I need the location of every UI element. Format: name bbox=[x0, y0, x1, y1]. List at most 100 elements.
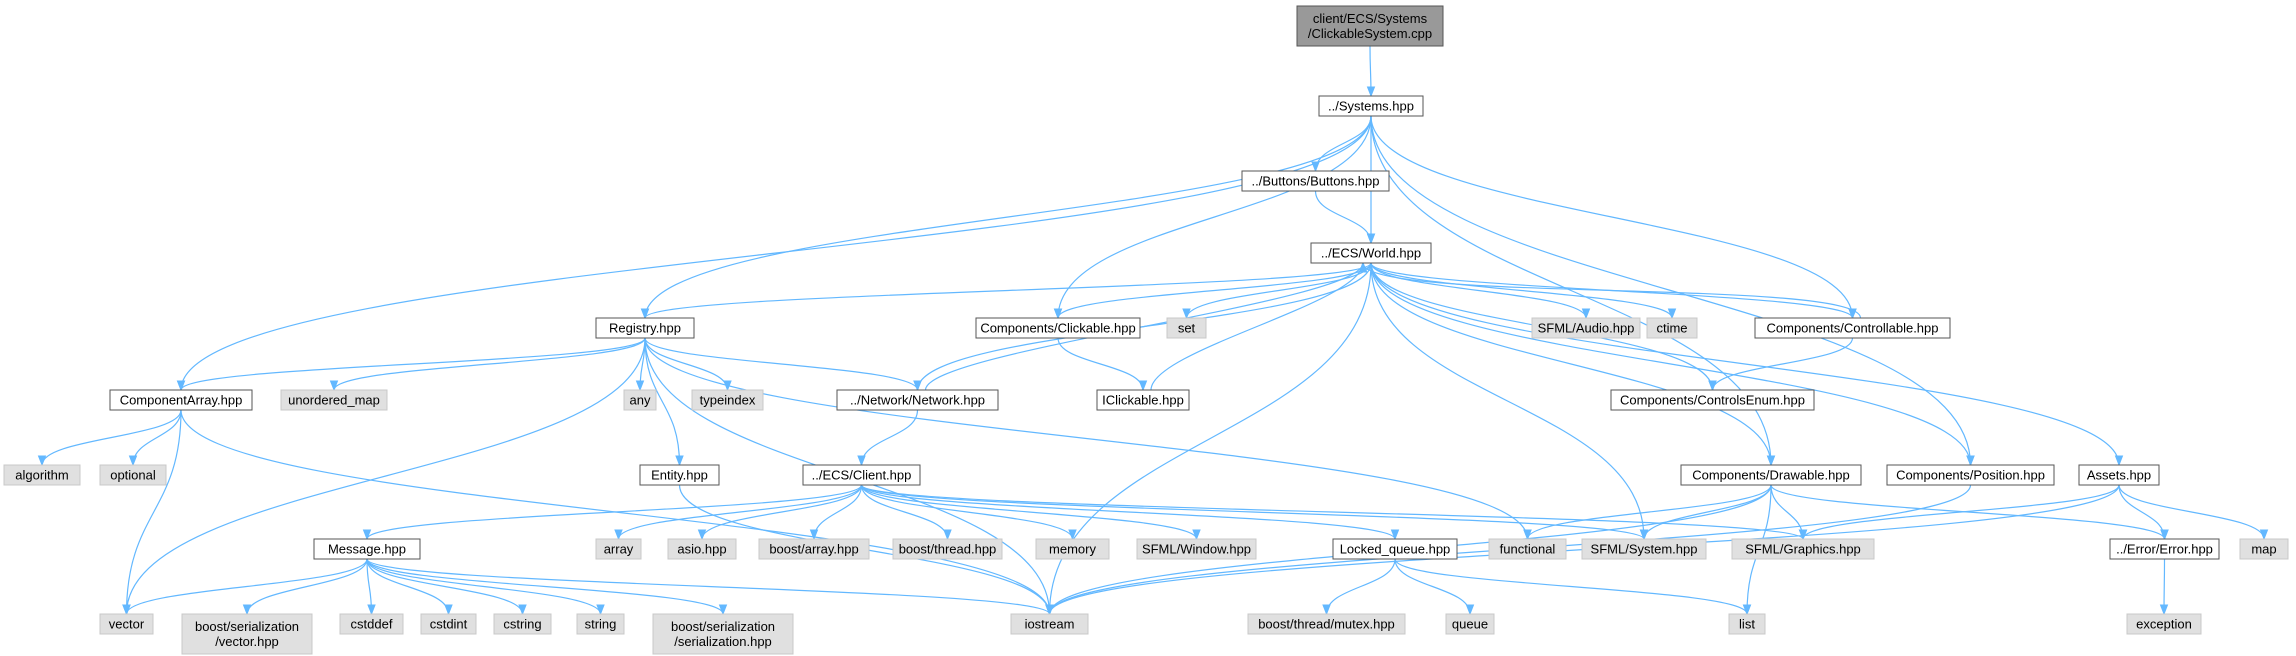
node-map[interactable]: map bbox=[2239, 538, 2289, 560]
node-error[interactable]: ../Error/Error.hpp bbox=[2109, 538, 2220, 560]
edge-systems-comparray bbox=[180, 115, 1372, 391]
node-cstring[interactable]: cstring bbox=[493, 613, 552, 635]
node-exception[interactable]: exception bbox=[2126, 613, 2202, 635]
arrowhead-comparray-optional bbox=[128, 455, 138, 467]
node-box-unordered bbox=[280, 389, 388, 411]
node-label-boostservec: /vector.hpp bbox=[215, 634, 279, 649]
node-iclickable[interactable]: IClickable.hpp bbox=[1096, 389, 1190, 411]
arrowhead-world-ctime bbox=[1667, 308, 1677, 320]
node-drawable[interactable]: Components/Drawable.hpp bbox=[1680, 464, 1862, 486]
node-iostream[interactable]: iostream bbox=[1010, 613, 1089, 635]
node-boostservec[interactable]: boost/serialization/vector.hpp bbox=[181, 613, 313, 655]
node-box-boostarray bbox=[758, 538, 870, 560]
node-boostmutex[interactable]: boost/thread/mutex.hpp bbox=[1247, 613, 1406, 635]
node-label-comparray: ComponentArray.hpp bbox=[120, 393, 243, 408]
node-ctime[interactable]: ctime bbox=[1646, 317, 1698, 339]
node-network[interactable]: ../Network/Network.hpp bbox=[836, 389, 999, 411]
edge-assets-error bbox=[2118, 484, 2166, 540]
node-cstdint[interactable]: cstdint bbox=[420, 613, 477, 635]
node-typeindex[interactable]: typeindex bbox=[691, 389, 764, 411]
node-box-systems bbox=[1318, 95, 1424, 117]
edge-world-sfsystem bbox=[1370, 262, 1645, 540]
node-label-memory: memory bbox=[1049, 542, 1096, 557]
edge-network-world bbox=[924, 262, 1364, 391]
node-label-root: client/ECS/Systems bbox=[1313, 11, 1428, 26]
node-box-sfaudio bbox=[1531, 317, 1641, 339]
edge-lockedqueue-list bbox=[1394, 558, 1748, 615]
node-root[interactable]: client/ECS/Systems/ClickableSystem.cpp bbox=[1296, 5, 1444, 47]
node-box-iclickable bbox=[1096, 389, 1190, 411]
node-functional[interactable]: functional bbox=[1488, 538, 1567, 560]
node-any[interactable]: any bbox=[623, 389, 657, 411]
node-box-error bbox=[2109, 538, 2220, 560]
node-box-sfwindow bbox=[1136, 538, 1257, 560]
edge-systems-registry bbox=[644, 115, 1372, 319]
node-buttons[interactable]: ../Buttons/Buttons.hpp bbox=[1241, 170, 1390, 192]
node-assets[interactable]: Assets.hpp bbox=[2078, 464, 2160, 486]
node-clickable[interactable]: Components/Clickable.hpp bbox=[975, 317, 1141, 339]
arrowhead-error-exception bbox=[2159, 604, 2169, 616]
node-sfwindow[interactable]: SFML/Window.hpp bbox=[1136, 538, 1257, 560]
edge-client-sfwindow bbox=[860, 484, 1198, 540]
node-label-map: map bbox=[2251, 542, 2276, 557]
node-box-root bbox=[1296, 5, 1444, 47]
node-comparray[interactable]: ComponentArray.hpp bbox=[109, 389, 253, 411]
node-lockedqueue[interactable]: Locked_queue.hpp bbox=[1332, 538, 1458, 560]
node-controlsenum[interactable]: Components/ControlsEnum.hpp bbox=[1610, 389, 1815, 411]
node-label-client: ../ECS/Client.hpp bbox=[812, 468, 912, 483]
node-optional[interactable]: optional bbox=[99, 464, 167, 486]
node-box-string bbox=[576, 613, 625, 635]
node-box-boostservec bbox=[181, 613, 313, 655]
edge-message-vector bbox=[125, 558, 368, 615]
edge-controllable-controlsenum bbox=[1711, 337, 1854, 391]
arrowhead-world-clickable bbox=[1053, 308, 1063, 320]
node-label-systems: ../Systems.hpp bbox=[1328, 99, 1414, 114]
node-label-boostmutex: boost/thread/mutex.hpp bbox=[1258, 617, 1395, 632]
node-box-queue bbox=[1445, 613, 1495, 635]
node-boostserser[interactable]: boost/serialization/serialization.hpp bbox=[652, 613, 794, 655]
arrowhead-message-boostserser bbox=[718, 604, 728, 616]
node-sfaudio[interactable]: SFML/Audio.hpp bbox=[1531, 317, 1641, 339]
arrowhead-registry-unordered bbox=[329, 380, 339, 392]
node-asio[interactable]: asio.hpp bbox=[667, 538, 737, 560]
node-boostthread[interactable]: boost/thread.hpp bbox=[892, 538, 1003, 560]
node-list[interactable]: list bbox=[1728, 613, 1766, 635]
node-client[interactable]: ../ECS/Client.hpp bbox=[802, 464, 921, 486]
arrowhead-message-cstdint bbox=[444, 604, 453, 616]
node-box-clickable bbox=[975, 317, 1141, 339]
edge-registry-unordered bbox=[333, 337, 646, 391]
edge-drawable-functional bbox=[1526, 484, 1772, 540]
arrowhead-world-set bbox=[1182, 308, 1191, 320]
node-position[interactable]: Components/Position.hpp bbox=[1886, 464, 2055, 486]
edge-client-memory bbox=[860, 484, 1074, 540]
node-box-comparray bbox=[109, 389, 253, 411]
edge-registry-entity bbox=[644, 337, 681, 466]
node-label-clickable: Components/Clickable.hpp bbox=[980, 321, 1135, 336]
node-set[interactable]: set bbox=[1166, 317, 1207, 339]
node-label-registry: Registry.hpp bbox=[609, 321, 681, 336]
edge-world-clickable bbox=[1057, 262, 1372, 319]
node-queue[interactable]: queue bbox=[1445, 613, 1495, 635]
node-systems[interactable]: ../Systems.hpp bbox=[1318, 95, 1424, 117]
edge-comparray-optional bbox=[132, 409, 182, 466]
node-world[interactable]: ../ECS/World.hpp bbox=[1310, 242, 1432, 264]
node-cstddef[interactable]: cstddef bbox=[339, 613, 404, 635]
node-box-world bbox=[1310, 242, 1432, 264]
node-unordered[interactable]: unordered_map bbox=[280, 389, 388, 411]
node-algorithm[interactable]: algorithm bbox=[3, 464, 81, 486]
edge-registry-functional bbox=[644, 337, 1529, 540]
node-memory[interactable]: memory bbox=[1035, 538, 1110, 560]
node-registry[interactable]: Registry.hpp bbox=[595, 317, 695, 339]
node-sfsystem[interactable]: SFML/System.hpp bbox=[1581, 538, 1707, 560]
node-boostarray[interactable]: boost/array.hpp bbox=[758, 538, 870, 560]
arrowhead-client-sfwindow bbox=[1192, 529, 1201, 541]
node-sfgraphics[interactable]: SFML/Graphics.hpp bbox=[1731, 538, 1875, 560]
node-controllable[interactable]: Components/Controllable.hpp bbox=[1754, 317, 1951, 339]
node-message[interactable]: Message.hpp bbox=[313, 538, 421, 560]
edge-client-array bbox=[617, 484, 863, 540]
node-entity[interactable]: Entity.hpp bbox=[639, 464, 720, 486]
node-string[interactable]: string bbox=[576, 613, 625, 635]
node-box-boostmutex bbox=[1247, 613, 1406, 635]
node-vector[interactable]: vector bbox=[99, 613, 154, 635]
node-array[interactable]: array bbox=[595, 538, 642, 560]
